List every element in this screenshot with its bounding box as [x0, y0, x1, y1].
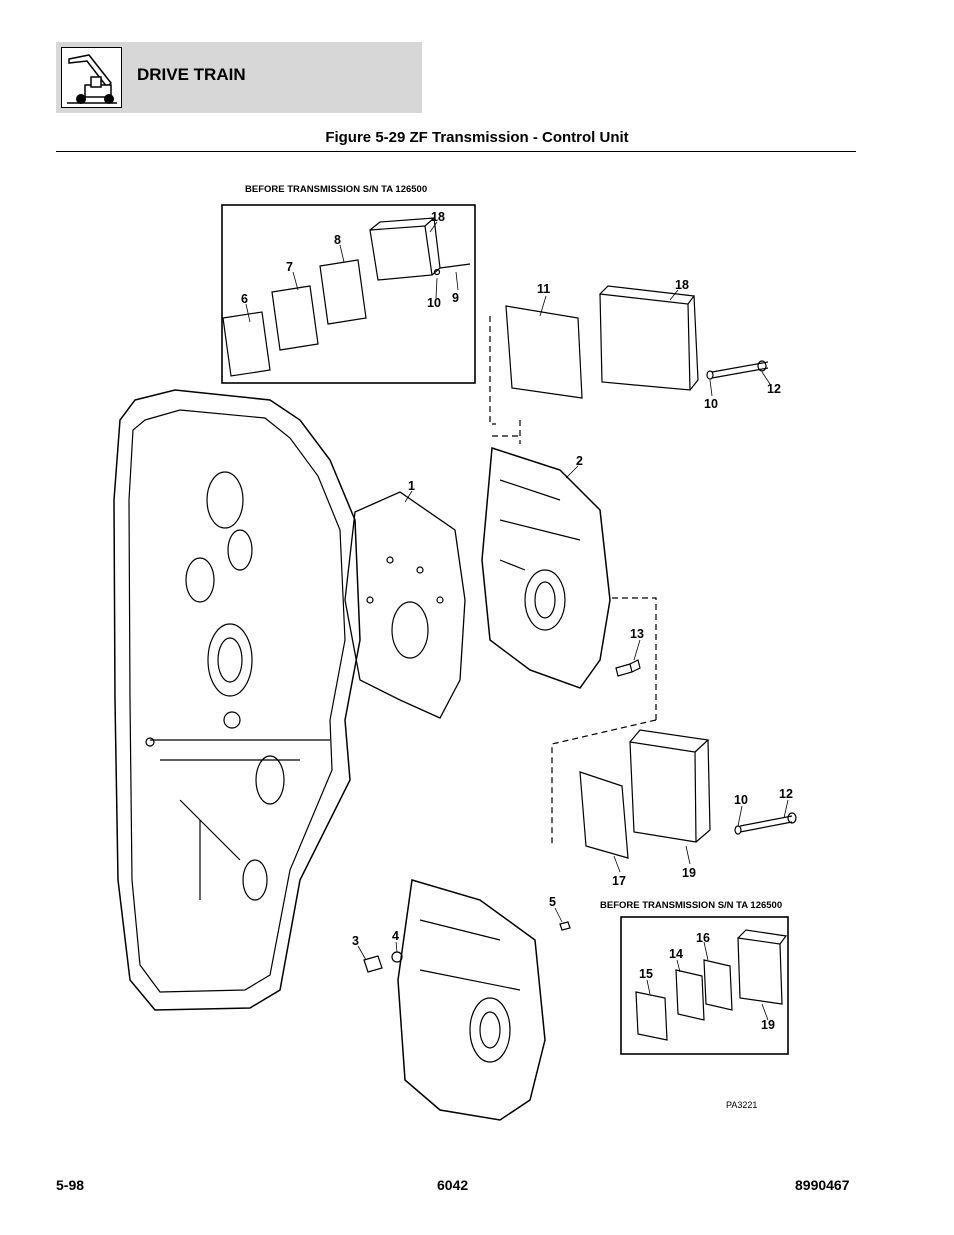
spring-part — [363, 955, 383, 973]
figure-title: Figure 5-29 ZF Transmission - Control Un… — [325, 129, 629, 146]
callout-14: 14 — [669, 947, 683, 961]
callout-2: 2 — [576, 454, 583, 468]
upper-valve-block-group — [505, 285, 769, 399]
callout-6: 6 — [241, 292, 248, 306]
inset-box-bottom — [620, 916, 789, 1055]
callout-13: 13 — [630, 627, 644, 641]
valve-body-plate — [481, 446, 611, 689]
callout-10-inset-top: 10 — [427, 296, 441, 310]
title-rule — [56, 151, 856, 152]
serial-note-top: BEFORE TRANSMISSION S/N TA 126500 — [245, 184, 427, 195]
callout-leaders — [245, 221, 789, 1021]
callout-19-lower: 19 — [682, 866, 696, 880]
lower-valve-block-group — [579, 729, 797, 859]
dashed-leader-upper — [489, 316, 521, 444]
callout-10-lower: 10 — [734, 793, 748, 807]
callout-8: 8 — [334, 233, 341, 247]
bolt-13 — [615, 659, 641, 677]
callout-3: 3 — [352, 934, 359, 948]
drawing-code: PA3221 — [726, 1100, 757, 1110]
lower-valve-body-plate — [397, 879, 546, 1121]
callout-7: 7 — [286, 260, 293, 274]
model-number: 6042 — [437, 1177, 469, 1193]
callout-18-upper: 18 — [675, 278, 689, 292]
callout-9: 9 — [452, 291, 459, 305]
callout-12-lower: 12 — [779, 787, 793, 801]
callout-1: 1 — [408, 479, 415, 493]
telehandler-icon — [61, 47, 122, 108]
callout-15: 15 — [639, 967, 653, 981]
callout-5: 5 — [549, 895, 556, 909]
serial-note-bottom: BEFORE TRANSMISSION S/N TA 126500 — [600, 900, 782, 911]
callout-12-upper: 12 — [767, 382, 781, 396]
dashed-leader-middle — [551, 597, 657, 846]
section-header: DRIVE TRAIN — [56, 42, 422, 113]
callout-17: 17 — [612, 874, 626, 888]
callout-10-upper: 10 — [704, 397, 718, 411]
gasket-plate — [344, 491, 466, 719]
inset-bottom-plates — [635, 929, 788, 1041]
page-number: 5-98 — [56, 1177, 85, 1193]
transmission-housing — [113, 389, 361, 1011]
document-number: 8990467 — [795, 1177, 850, 1193]
inset-box-top — [221, 204, 476, 384]
section-title: DRIVE TRAIN — [137, 65, 246, 84]
callout-16: 16 — [696, 931, 710, 945]
plug-part — [559, 921, 571, 931]
callout-19-inset-bottom: 19 — [761, 1018, 775, 1032]
callout-11: 11 — [537, 282, 550, 296]
callout-4: 4 — [392, 929, 399, 943]
callout-18-inset-top: 18 — [431, 210, 445, 224]
